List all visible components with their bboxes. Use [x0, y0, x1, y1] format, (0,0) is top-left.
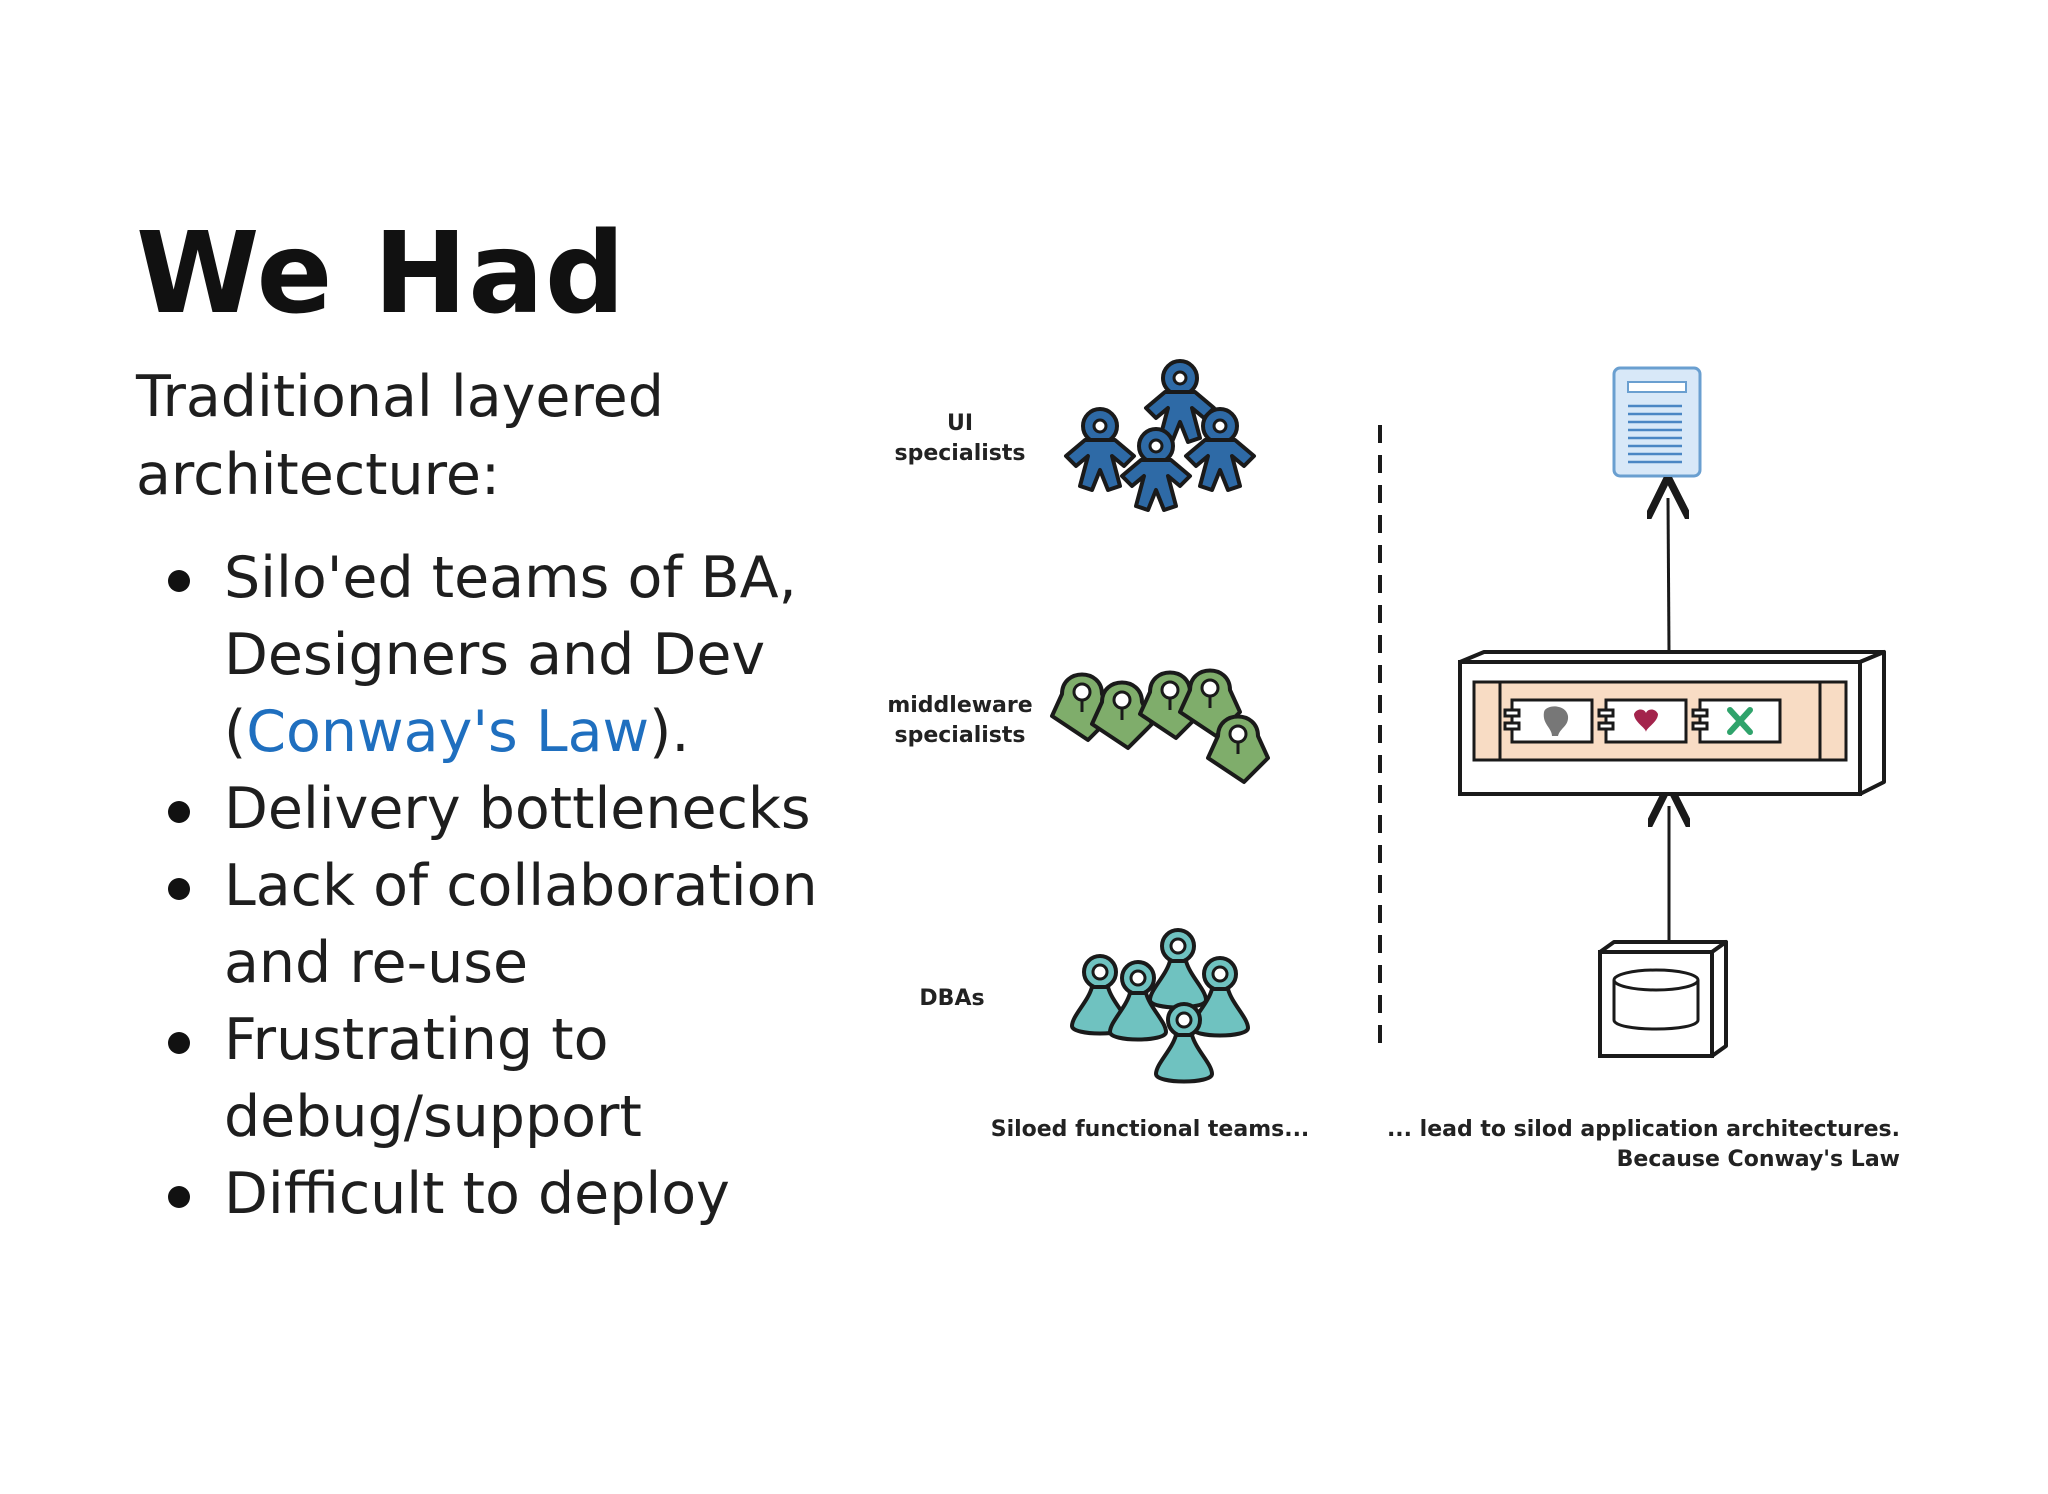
document-icon [1612, 366, 1702, 478]
team-label-middleware: middleware [887, 693, 1032, 718]
bullet-item-deploy: Difficult to deploy [160, 1156, 830, 1233]
bullet-dot-icon [168, 801, 190, 823]
conways-law-link[interactable]: Conway's Law [246, 699, 650, 765]
bullet-text: Lack of collaboration and re-use [224, 853, 818, 996]
caption-left: Siloed functional teams... [991, 1117, 1310, 1142]
bullet-item-collaboration: Lack of collaboration and re-use [160, 848, 830, 1002]
bullet-dot-icon [168, 570, 190, 592]
ui-specialists-icon [1064, 359, 1256, 512]
bullet-text-end: ). [649, 699, 690, 765]
bullet-list: Silo'ed teams of BA, Designers and Dev (… [160, 540, 830, 1233]
bullet-text: Difficult to deploy [224, 1161, 730, 1227]
bullet-text: Delivery bottlenecks [224, 776, 811, 842]
slide-title: We Had [136, 209, 626, 339]
slide-subtitle: Traditional layered architecture: [136, 364, 664, 508]
arrow-up-top [1668, 498, 1669, 653]
bullet-text: Frustrating to debug/support [224, 1007, 642, 1150]
bullet-text: Silo'ed teams of BA, Designers and Dev ( [224, 545, 797, 765]
database-icon [1598, 940, 1728, 1058]
caption-right-sub: Because Conway's Law [1617, 1147, 1900, 1172]
team-label-ui: UI [947, 411, 973, 436]
bullet-item-silos: Silo'ed teams of BA, Designers and Dev (… [160, 540, 830, 771]
bullet-dot-icon [168, 878, 190, 900]
application-server-icon [1458, 650, 1886, 796]
middleware-specialists-icon [1050, 668, 1270, 784]
team-label-middleware-sub: specialists [895, 723, 1026, 748]
heart-icon [1634, 709, 1658, 732]
cross-icon [1727, 707, 1753, 735]
gray-shape-icon [1543, 706, 1569, 736]
bullet-dot-icon [168, 1032, 190, 1054]
conways-law-diagram: UI specialists middleware specialists DB… [887, 359, 1900, 1172]
dbas-icon [1070, 928, 1250, 1084]
team-label-dbas: DBAs [919, 986, 984, 1011]
bullet-item-debug: Frustrating to debug/support [160, 1002, 830, 1156]
team-label-ui-sub: specialists [895, 441, 1026, 466]
bullet-item-bottlenecks: Delivery bottlenecks [160, 771, 830, 848]
caption-right: ... lead to silod application architectu… [1387, 1117, 1900, 1142]
bullet-dot-icon [168, 1186, 190, 1208]
